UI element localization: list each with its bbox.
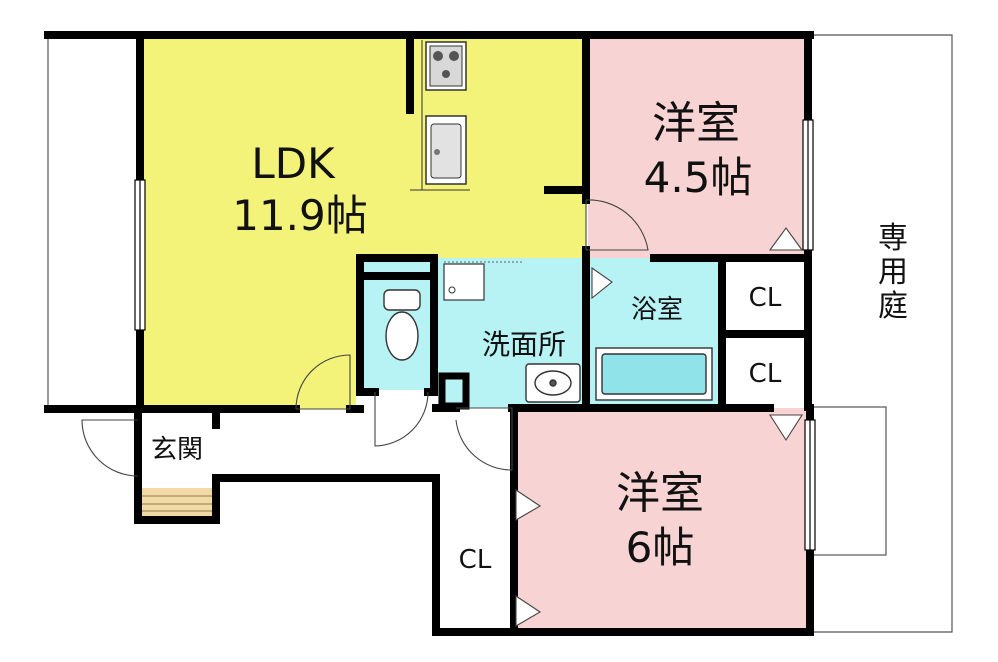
closet-1-name: CL xyxy=(749,283,782,313)
door-swings xyxy=(81,199,649,477)
closet-markers xyxy=(515,227,804,627)
washroom-door xyxy=(455,407,513,471)
washing-machine-area xyxy=(443,263,485,301)
closet-3-name: CL xyxy=(459,545,492,575)
bedroom-small-door xyxy=(585,199,649,251)
entrance-name: 玄関 xyxy=(151,435,203,465)
bedroom-large-name: 洋室 xyxy=(616,468,704,519)
bedroom-small-name: 洋室 xyxy=(652,98,740,149)
windows xyxy=(134,119,816,551)
bedroom-large-size: 6帖 xyxy=(626,523,695,572)
kitchen-sink-icon xyxy=(425,115,467,185)
entrance-floor xyxy=(138,410,216,490)
bedroom-large-floor xyxy=(514,408,810,632)
bedroom-small-floor xyxy=(588,35,808,260)
garden-label-char-3: 庭 xyxy=(878,289,908,324)
bath-name: 浴室 xyxy=(631,295,683,325)
garden-label-char-2: 用 xyxy=(878,255,908,290)
closet-3-floor xyxy=(436,488,514,632)
washroom-name: 洗面所 xyxy=(482,328,566,361)
entrance-step-lines xyxy=(142,495,214,512)
walls xyxy=(44,31,814,636)
garden-outline xyxy=(809,34,953,633)
stove-icon xyxy=(425,41,467,91)
toilet-door xyxy=(374,391,429,447)
closet-2-name: CL xyxy=(749,359,782,389)
wash-basin-icon xyxy=(525,363,581,403)
ldk-door xyxy=(295,354,351,410)
balcony-outline xyxy=(47,34,141,410)
ldk-room-size: 11.9帖 xyxy=(232,191,368,240)
bathtub-icon xyxy=(595,347,713,401)
closet-2-floor xyxy=(722,335,808,407)
garden-label-char-1: 専 xyxy=(878,221,908,256)
washing-machine-drain xyxy=(448,286,456,294)
closet-1-floor xyxy=(722,258,808,332)
toilet-icon xyxy=(383,289,421,361)
entrance-door xyxy=(81,419,139,477)
entrance-step xyxy=(142,488,214,518)
bedroom-small-size: 4.5帖 xyxy=(644,153,753,202)
ldk-room-name: LDK xyxy=(251,139,336,188)
